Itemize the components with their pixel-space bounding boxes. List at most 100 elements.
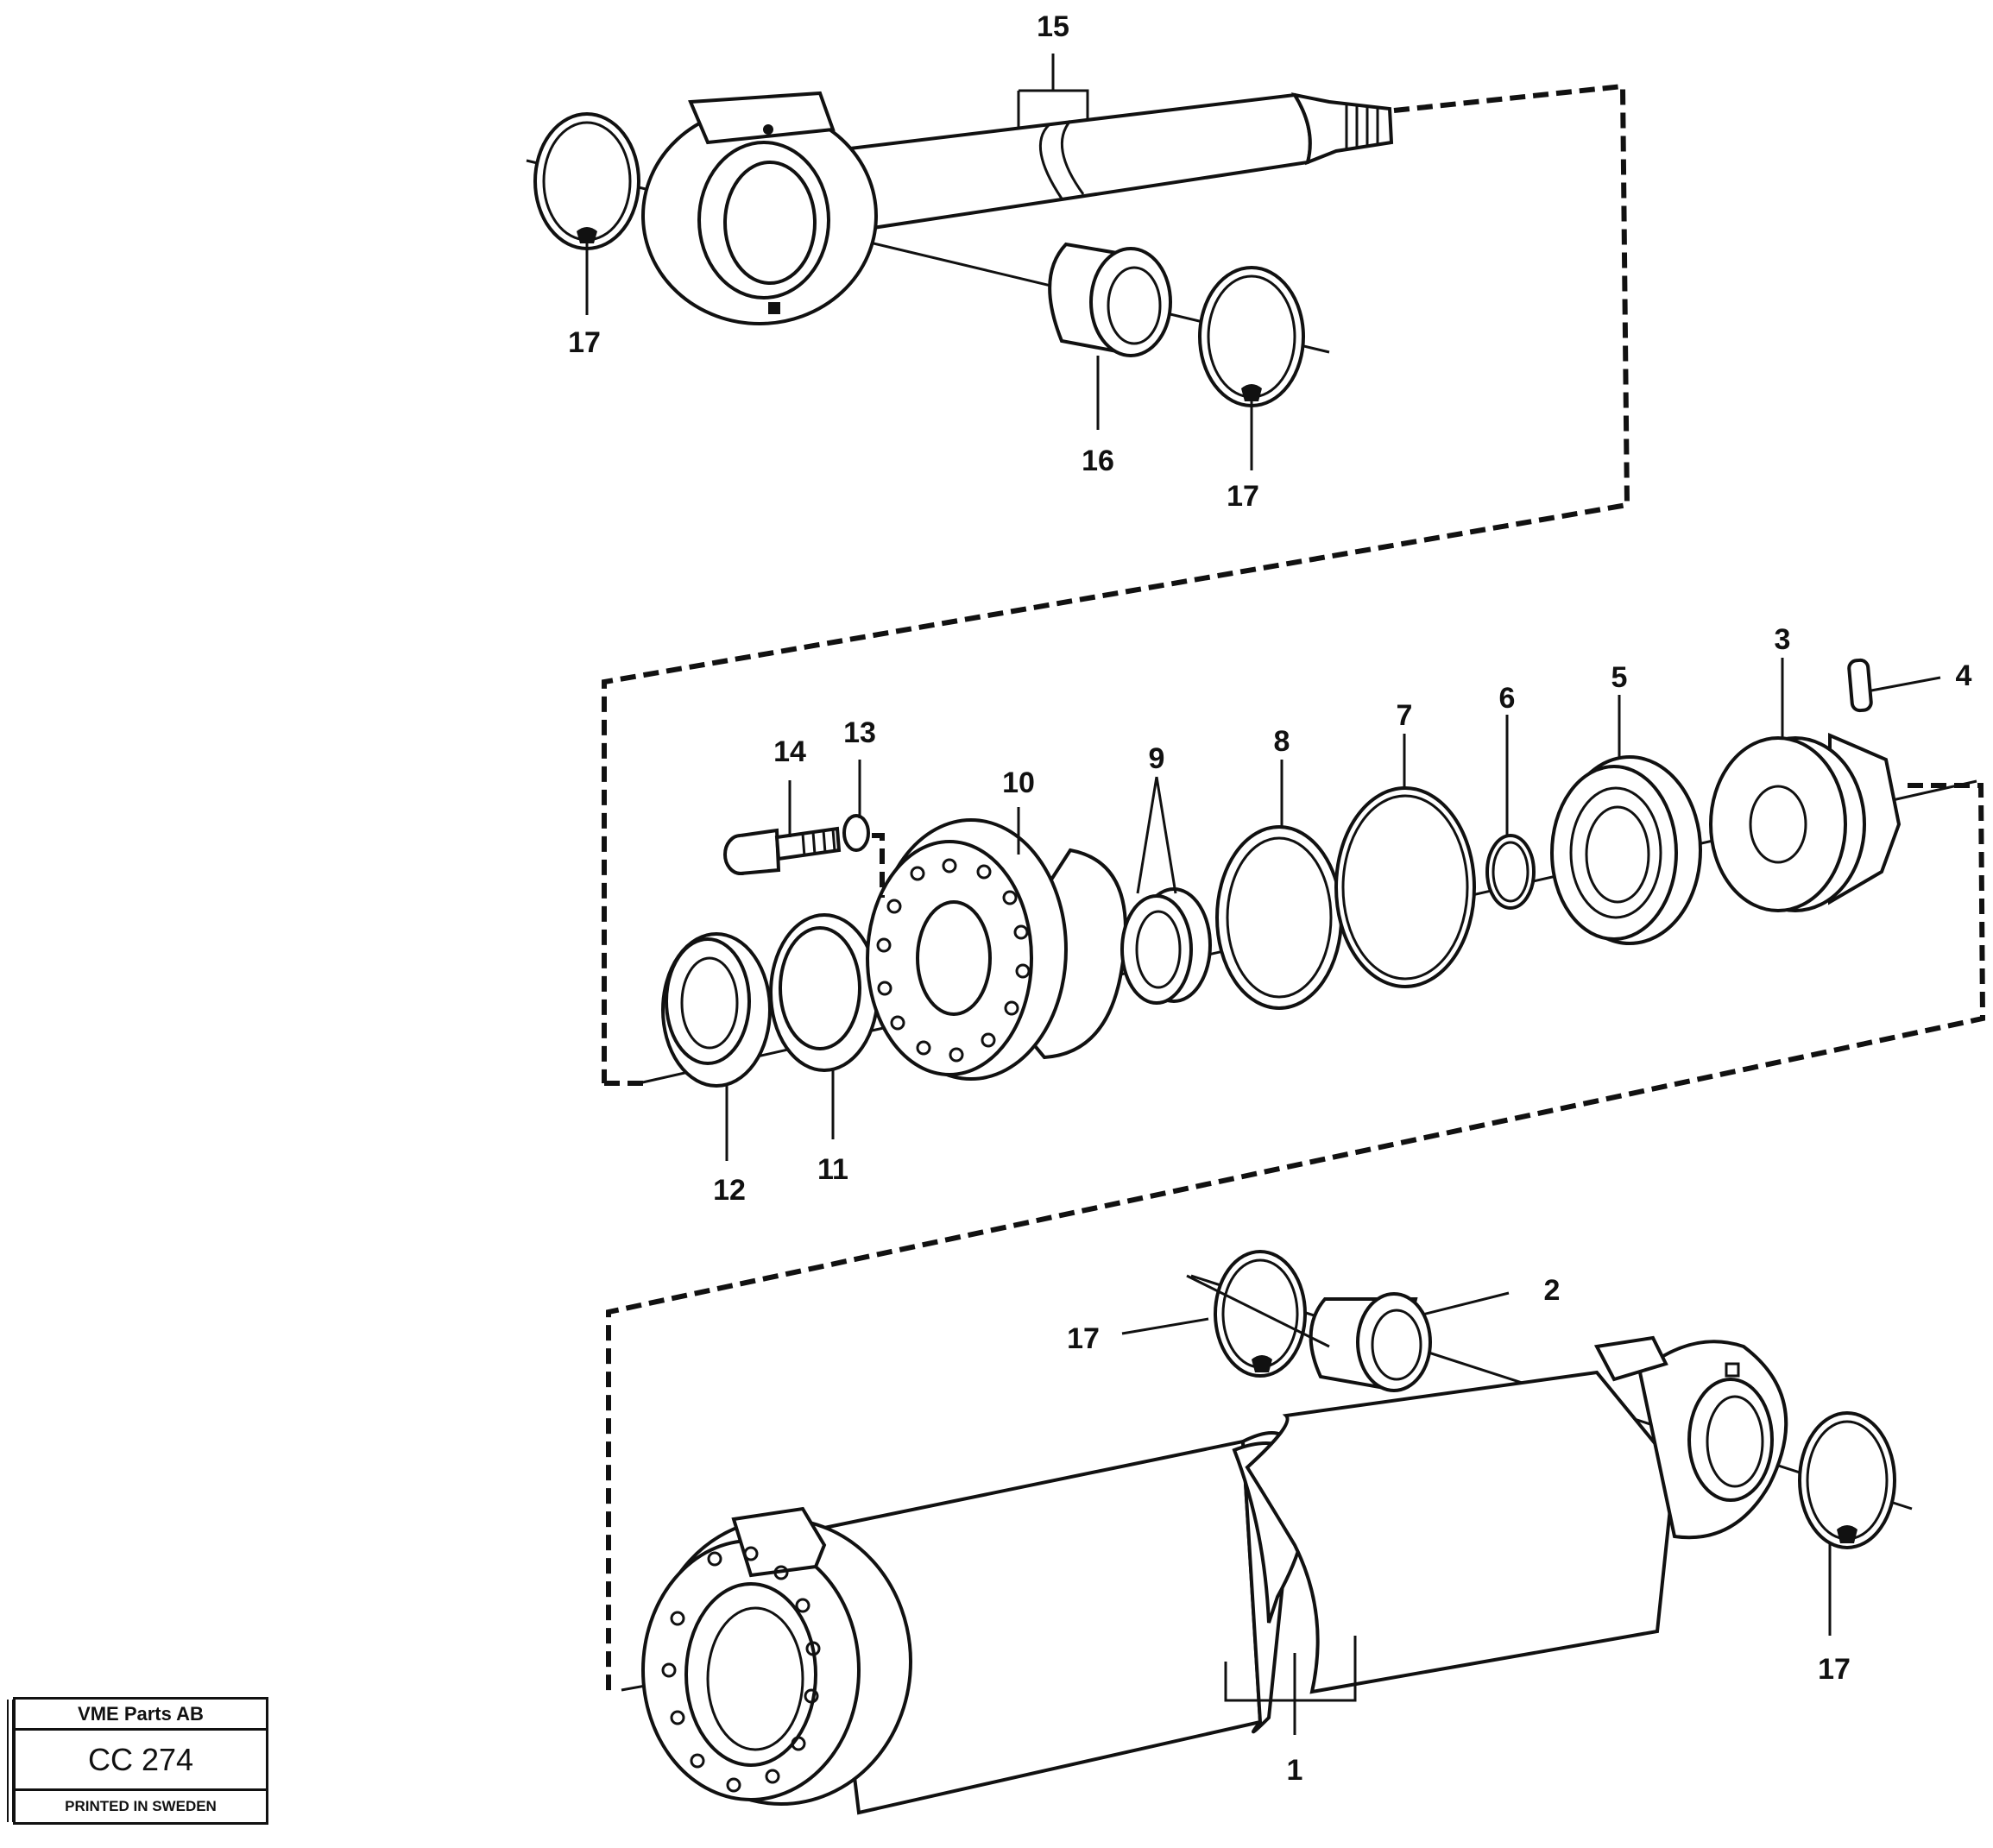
scraper-ring-12 — [661, 932, 772, 1088]
circlip-gap — [1837, 1525, 1857, 1543]
o-ring-inner — [1226, 836, 1333, 999]
callout-9: 9 — [1149, 742, 1165, 775]
seal-ring-11 — [769, 913, 880, 1072]
callout-12: 12 — [713, 1174, 746, 1207]
screw-shank — [774, 826, 842, 861]
callout-6: 6 — [1499, 682, 1516, 715]
callout-2: 2 — [1544, 1274, 1561, 1307]
circlip-17-top-right — [1198, 266, 1305, 407]
bushing-bore — [1371, 1309, 1422, 1381]
bushing-face — [1356, 1292, 1432, 1392]
seal-face — [779, 926, 861, 1050]
barrel-flange-bolt-holes — [661, 1546, 821, 1793]
circlip-17-top-left — [533, 112, 640, 250]
rod-eye-grease-boss — [688, 91, 836, 145]
bushing-face — [1089, 247, 1172, 357]
backup-ring-7 — [1334, 786, 1476, 988]
callout-17c: 17 — [1067, 1322, 1100, 1355]
piston-groove — [1569, 786, 1662, 919]
callout-1: 1 — [1287, 1754, 1303, 1787]
barrel-eye-bore-inner — [1706, 1395, 1764, 1488]
piston-rod-shaft — [826, 92, 1312, 234]
thread-lines — [1345, 104, 1379, 148]
screw-connector — [872, 833, 885, 898]
screw-thread — [801, 829, 836, 857]
washer-13 — [842, 814, 870, 852]
nut-bore — [1749, 785, 1807, 864]
rod-eye-bore-inner — [723, 161, 817, 285]
circlip-17-bottom-right — [1798, 1411, 1896, 1549]
leader-17c — [1121, 1317, 1209, 1335]
callout-17a: 17 — [568, 326, 601, 359]
bushing-bore — [1107, 266, 1162, 345]
callout-7: 7 — [1397, 699, 1413, 732]
callout-17d: 17 — [1818, 1653, 1851, 1686]
callout-labels: 15 17 16 17 14 13 10 9 8 7 6 5 3 4 12 11… — [568, 10, 1971, 1787]
callout-16: 16 — [1082, 445, 1114, 477]
screw-head-body — [740, 828, 781, 875]
o-ring-6 — [1485, 834, 1536, 910]
piston-bore — [1585, 805, 1650, 904]
callout-3: 3 — [1775, 623, 1791, 656]
callout-13: 13 — [843, 716, 876, 749]
ring-outer — [1334, 786, 1476, 988]
leader-4 — [1870, 676, 1941, 692]
bushing-16 — [1048, 242, 1172, 357]
rod-eye-notch — [768, 302, 780, 314]
circlip-ring — [1798, 1411, 1896, 1549]
lock-pin-4 — [1847, 658, 1873, 713]
circlip-axis-upper — [1186, 1274, 1330, 1348]
head-bore — [916, 900, 992, 1016]
title-block: VME Parts AB CC 274 PRINTED IN SWEDEN — [7, 1697, 268, 1825]
callout-14: 14 — [773, 735, 806, 768]
circlip-ring — [1214, 1250, 1307, 1378]
nut-flange — [1709, 736, 1847, 912]
callout-5: 5 — [1611, 661, 1628, 694]
circlip-gap — [577, 227, 597, 243]
washer-ring — [842, 814, 870, 852]
rod-break-mark-2 — [1060, 120, 1085, 195]
callout-10: 10 — [1002, 766, 1035, 799]
small-ring-inner — [1492, 841, 1529, 903]
leader-9 — [1136, 776, 1177, 894]
leader-15 — [1017, 54, 1089, 129]
circlip-17-bottom-upper — [1214, 1250, 1307, 1378]
piston-rod-assembly — [526, 91, 1394, 354]
leader-1 — [1224, 1636, 1357, 1735]
callout-17b: 17 — [1227, 480, 1259, 513]
piston-nut-3 — [1709, 732, 1902, 912]
title-block-edge — [7, 1700, 14, 1822]
scraper-bore — [680, 956, 739, 1050]
callout-8: 8 — [1274, 725, 1290, 758]
barrel-bore-outer — [684, 1582, 817, 1767]
cylinder-barrel-1 — [641, 1335, 1788, 1815]
grease-hole — [763, 124, 773, 135]
pin-body — [1847, 658, 1873, 713]
piston-5 — [1550, 755, 1702, 945]
cylinder-head-10 — [866, 818, 1127, 1081]
o-ring-8 — [1215, 825, 1343, 1010]
barrel-bore-inner — [706, 1606, 804, 1751]
rod-break-mark — [1038, 123, 1063, 199]
head-bolt-holes — [876, 858, 1031, 1063]
leader-lines — [585, 54, 1941, 1735]
leader-2 — [1422, 1291, 1510, 1316]
callout-11: 11 — [817, 1153, 848, 1186]
barrel-port-boss — [731, 1506, 827, 1578]
drawing-code: CC 274 — [16, 1731, 266, 1791]
barrel-eye-grease-boss — [1593, 1335, 1668, 1382]
bushing-2 — [1309, 1292, 1432, 1392]
printed-note: PRINTED IN SWEDEN — [65, 1798, 217, 1814]
guide-ring-9 — [1120, 887, 1212, 1005]
guide-bore — [1135, 910, 1182, 989]
connector-top-middle — [602, 83, 1630, 1083]
barrel-eye-bore — [1687, 1378, 1774, 1502]
o-ring-outer — [1215, 825, 1343, 1010]
circlip-gap — [1252, 1355, 1272, 1372]
callout-4: 4 — [1956, 659, 1972, 692]
screw-14 — [723, 826, 842, 875]
connector-middle-bottom — [606, 783, 1986, 1692]
small-ring-outer — [1485, 834, 1536, 910]
